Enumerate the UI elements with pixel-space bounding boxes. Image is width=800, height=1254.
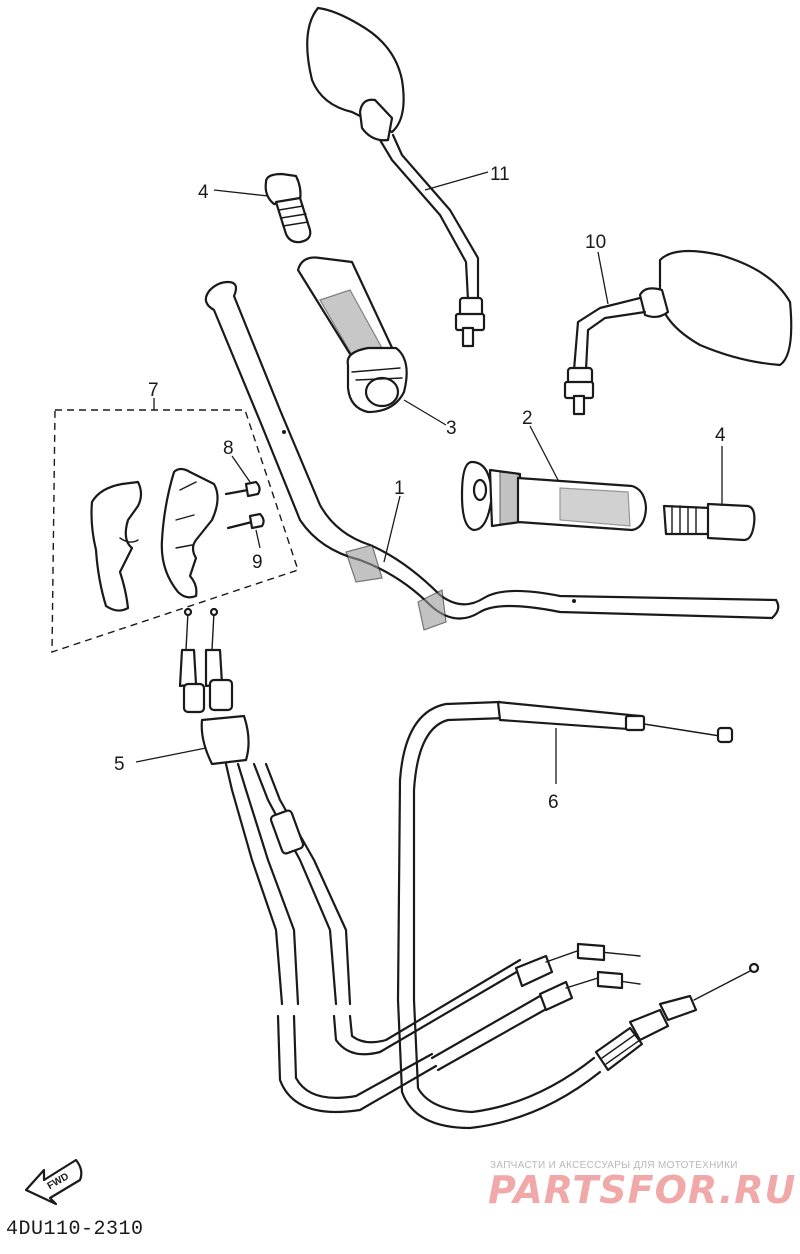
svg-text:1: 1: [394, 478, 405, 499]
throttle-housing-group-part-7[interactable]: [51, 398, 299, 653]
bar-end-weight-right-part-4[interactable]: [662, 502, 756, 542]
screw-part-9[interactable]: [226, 512, 265, 530]
svg-text:8: 8: [223, 438, 234, 459]
svg-text:2: 2: [522, 408, 533, 429]
throttle-grip-part-3[interactable]: [296, 256, 408, 414]
bar-end-weight-upper-part-4[interactable]: [264, 172, 312, 244]
callout-11: 11: [424, 164, 510, 191]
svg-text:4: 4: [715, 425, 726, 446]
fwd-arrow-icon: FWD: [24, 1158, 83, 1206]
diagram-code: 4DU110-2310: [6, 1218, 144, 1241]
throttle-cables-part-5[interactable]: [178, 607, 641, 1114]
clutch-cable-part-6[interactable]: [396, 700, 760, 1130]
mirror-right-part-10[interactable]: [563, 249, 793, 416]
left-grip-part-2[interactable]: [460, 460, 648, 532]
callout-2: 2: [522, 408, 559, 481]
watermark-tagline: ЗАПЧАСТИ И АКСЕССУАРЫ ДЛЯ МОТОТЕХНИКИ: [490, 1160, 738, 1171]
svg-text:7: 7: [148, 380, 159, 401]
svg-text:10: 10: [585, 232, 606, 253]
callout-4-upper: 4: [198, 182, 269, 203]
callout-7: 7: [148, 380, 159, 401]
screw-part-8[interactable]: [224, 480, 261, 498]
mirror-left-part-11[interactable]: [306, 6, 486, 348]
callout-3: 3: [403, 399, 457, 439]
watermark-brand: PARTSFOR.RU: [488, 1168, 797, 1212]
callout-1: 1: [383, 478, 405, 563]
callout-5: 5: [114, 747, 207, 775]
svg-text:9: 9: [252, 552, 263, 573]
callout-4-right: 4: [715, 425, 726, 506]
svg-text:5: 5: [114, 754, 125, 775]
svg-text:6: 6: [548, 792, 559, 813]
svg-text:4: 4: [198, 182, 209, 203]
svg-text:3: 3: [446, 418, 457, 439]
callout-9: 9: [252, 529, 263, 573]
callout-8: 8: [223, 438, 251, 483]
callout-10: 10: [585, 232, 609, 305]
svg-text:11: 11: [490, 164, 510, 185]
callout-6: 6: [548, 728, 559, 813]
handlebar-part-1[interactable]: [204, 280, 780, 631]
